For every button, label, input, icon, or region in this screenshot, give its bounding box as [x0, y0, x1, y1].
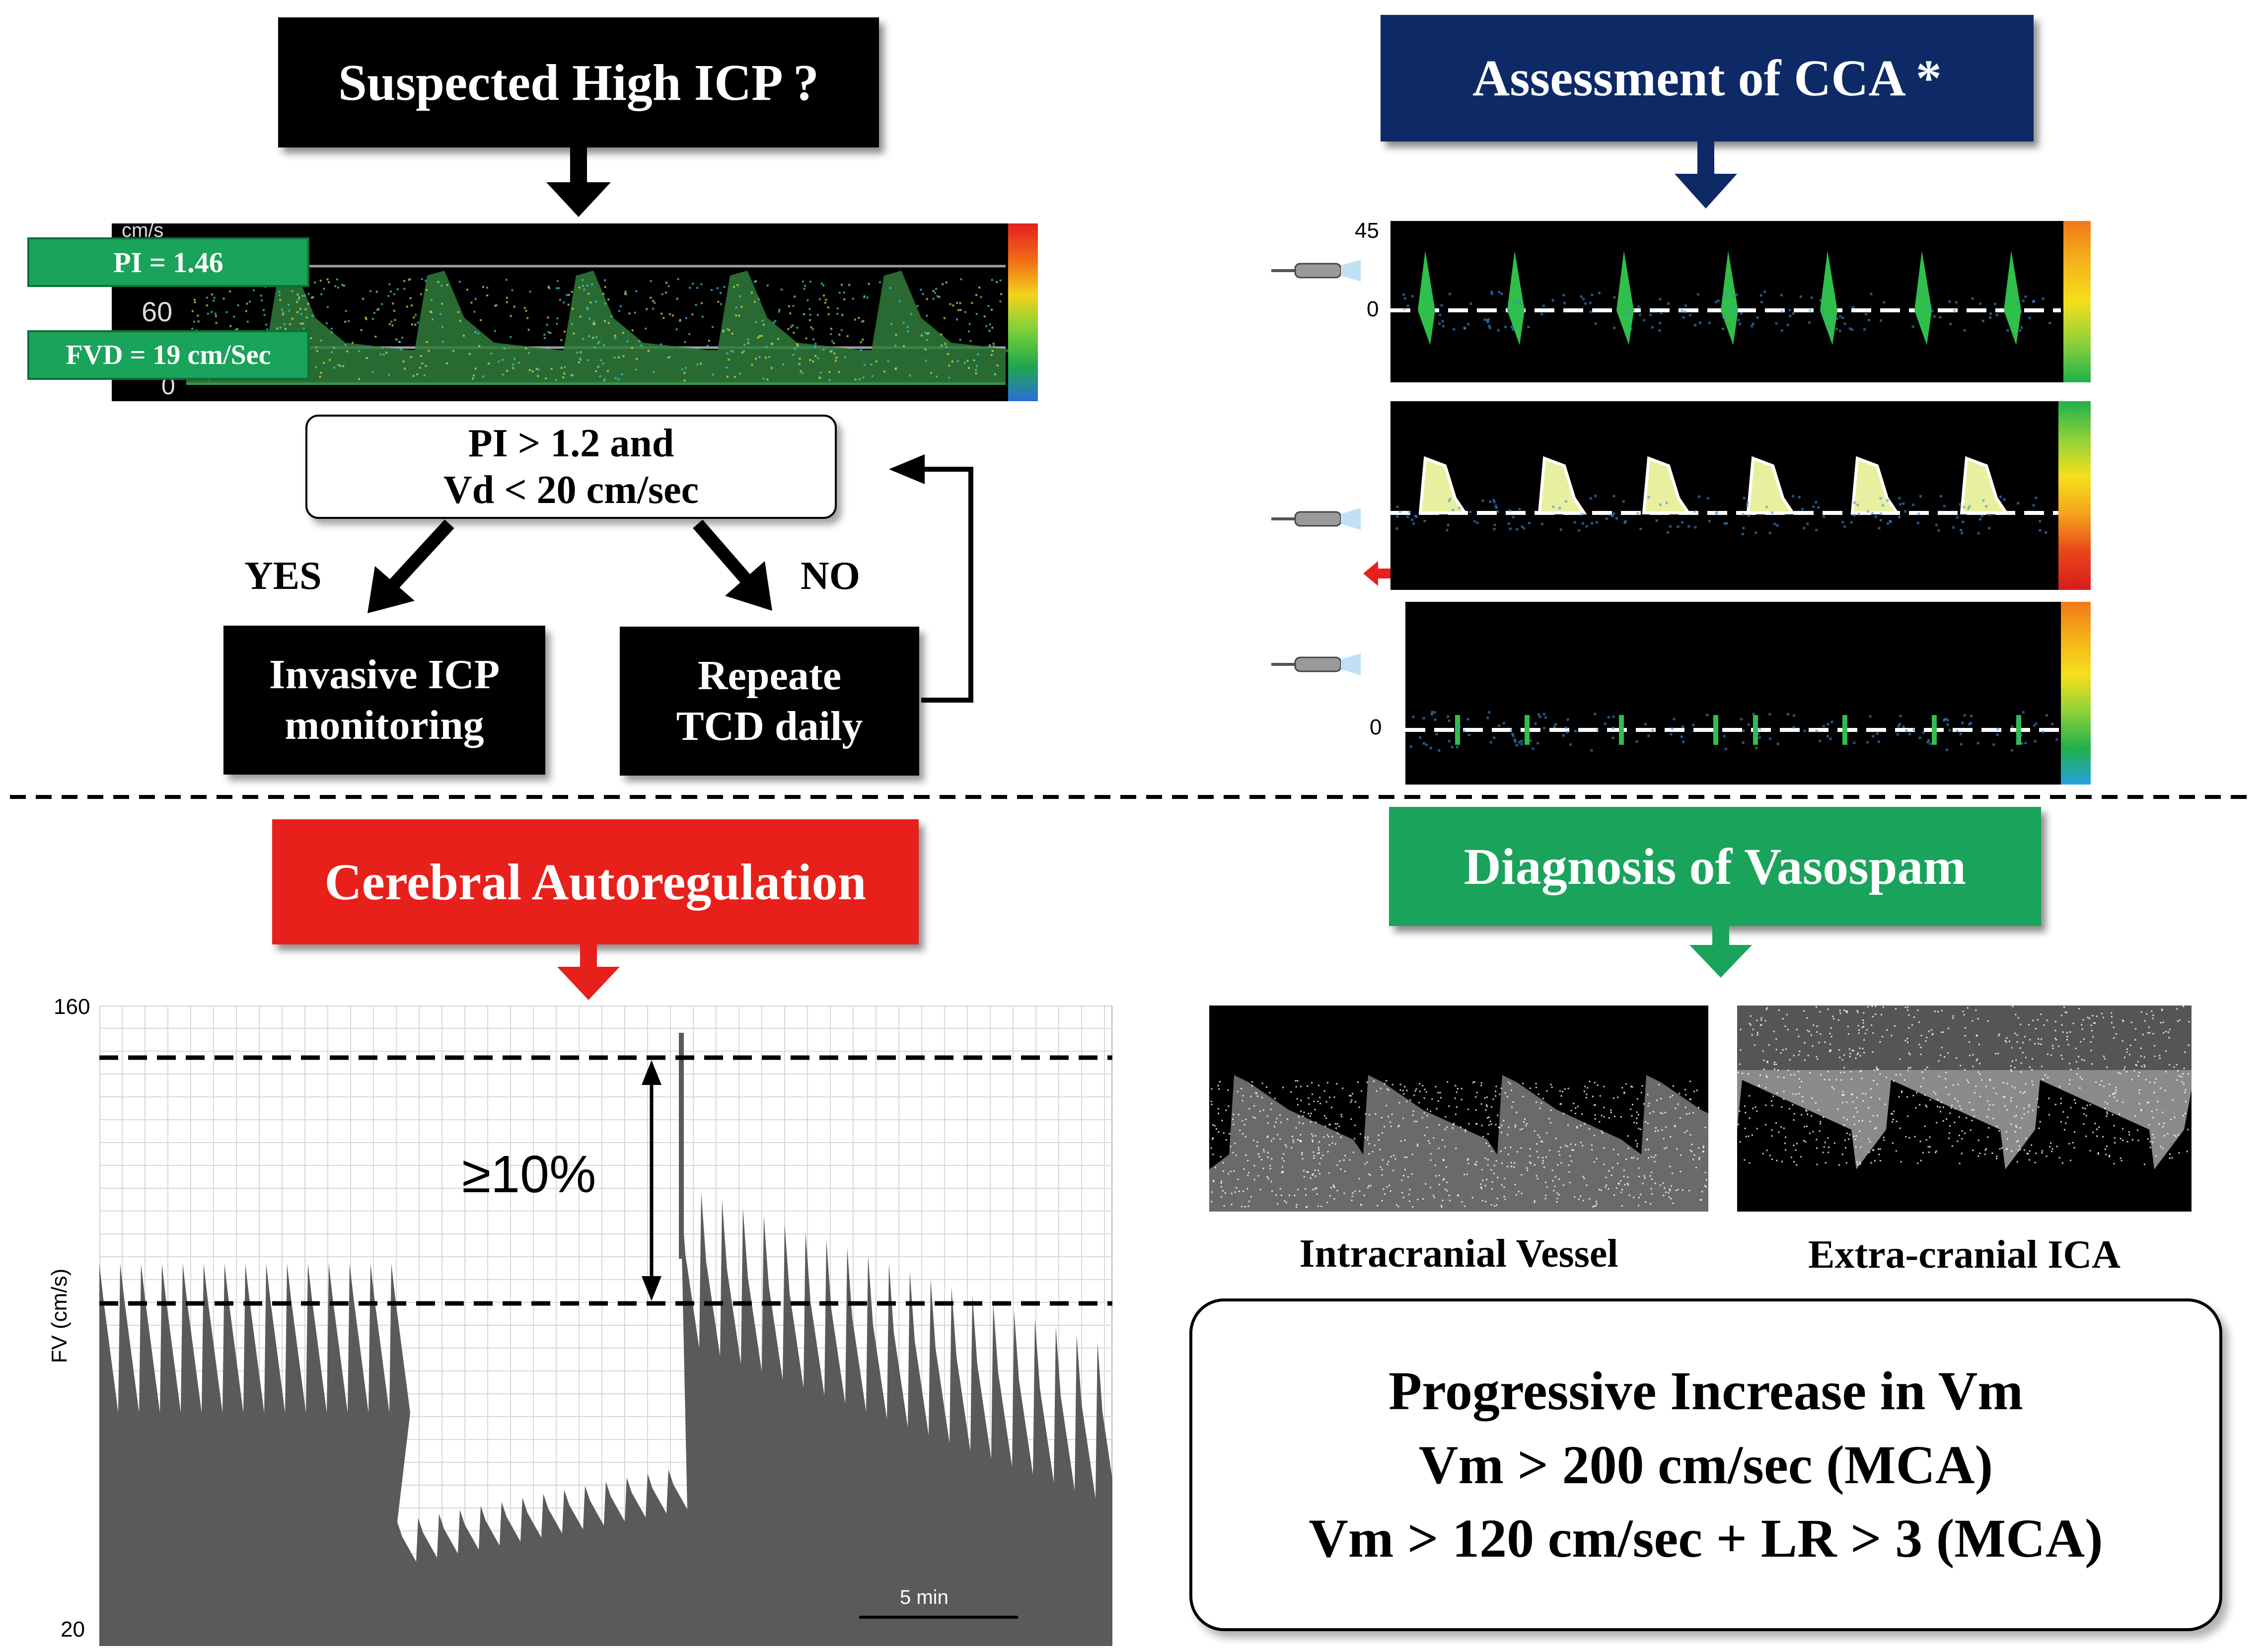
extracranial-caption: Extra-cranial ICA: [1808, 1233, 2120, 1277]
cca-pulse: [1537, 456, 1587, 514]
autoreg-header-arrow: [557, 944, 620, 1000]
cca-pulse: [1842, 715, 1847, 745]
red-arrow-icon: [1363, 561, 1390, 586]
icp-criteria-line2: Vd < 20 cm/sec: [443, 468, 699, 512]
autoreg-chart: 160 20 FV (cm/s) ≥10% 5 min: [47, 995, 1112, 1646]
cca-pulse: [1753, 715, 1758, 745]
cca-pulse: [1418, 456, 1468, 514]
icp-spectral-envelope: [186, 271, 1016, 383]
pi-tag-label: PI = 1.46: [113, 246, 223, 279]
fvd-tag-label: FVD = 19 cm/Sec: [66, 340, 271, 370]
cca-pulse: [1418, 251, 1435, 345]
pi-tag: PI = 1.46: [27, 237, 309, 287]
repeat-tcd-line1: Repeate: [697, 652, 842, 699]
cca-color-scale-3: [2061, 602, 2091, 785]
autoreg-delta-label: ≥10%: [462, 1145, 596, 1204]
cca-pulse: [1713, 715, 1718, 745]
probe-icon: [1271, 653, 1361, 675]
icp-header-arrow: [546, 147, 611, 217]
vaso-criteria-line2: Vm > 200 cm/sec (MCA): [1418, 1434, 1993, 1495]
extracranial-spectral-envelope: [1737, 1070, 2192, 1169]
cca-pulse: [2004, 251, 2021, 345]
autoreg-delta-arrowhead: [642, 1060, 661, 1085]
vaso-criteria-line1: Progressive Increase in Vm: [1388, 1361, 2024, 1422]
icp-yes-label: YES: [244, 554, 322, 598]
cca-panel-3: [1405, 602, 2091, 785]
cca-pulse: [1455, 715, 1460, 745]
vaso-header: Diagnosis of Vasospam: [1389, 807, 2041, 926]
cca-pulse: [1820, 251, 1837, 345]
cca-pulse: [1616, 251, 1634, 345]
icp-criteria-box: PI > 1.2 and Vd < 20 cm/sec: [305, 415, 837, 519]
cca-pulse: [1914, 251, 1932, 345]
cca-pulse: [1525, 715, 1530, 745]
icp-header: Suspected High ICP ?: [278, 17, 879, 147]
intracranial-caption: Intracranial Vessel: [1299, 1232, 1618, 1276]
cca-pulse: [1850, 456, 1900, 514]
cca-color-scale-2: [2058, 401, 2091, 590]
icp-color-scale: [1008, 223, 1038, 401]
cca-waveform-3: [1405, 711, 2061, 752]
probe-icon: [1271, 260, 1361, 282]
cca-panel-2: [1390, 401, 2091, 590]
autoreg-fv-trace: [99, 1184, 1112, 1646]
autoreg-y-bottom: 20: [61, 1617, 85, 1642]
vaso-header-title: Diagnosis of Vasospam: [1463, 838, 1967, 895]
vaso-criteria-box: Progressive Increase in Vm Vm > 200 cm/s…: [1189, 1298, 2222, 1631]
repeat-tcd-box: Repeate TCD daily: [620, 627, 919, 776]
intracranial-doppler: [1209, 1006, 1708, 1212]
cca-pulse: [1932, 715, 1937, 745]
cca-pulse: [1642, 456, 1691, 514]
autoreg-y-label: FV (cm/s): [47, 1268, 72, 1364]
icp-tick-60: 60: [142, 296, 173, 327]
vaso-header-arrow: [1689, 926, 1752, 978]
autoreg-header-title: Cerebral Autoregulation: [324, 853, 867, 911]
cca-header: Assessment of CCA *: [1381, 15, 2034, 142]
cca-pulse: [1746, 456, 1796, 514]
extracranial-reverse-band: [1737, 1006, 2192, 1070]
icp-criteria-line1: PI > 1.2 and: [468, 421, 674, 465]
icp-decision-arrows: [367, 454, 973, 703]
cca-tick-0a: 0: [1367, 297, 1379, 321]
cca-tick-0b: 0: [1370, 715, 1382, 739]
cca-waveform-2: [1390, 456, 2061, 535]
invasive-icp-box: Invasive ICP monitoring: [223, 626, 545, 775]
autoreg-scale-label: 5 min: [900, 1586, 949, 1608]
fvd-tag: FVD = 19 cm/Sec: [27, 330, 309, 380]
cca-color-scale-1: [2063, 221, 2091, 382]
intracranial-spectral-envelope: [1209, 1075, 1708, 1212]
extracranial-doppler: [1737, 1006, 2192, 1212]
cca-header-title: Assessment of CCA *: [1472, 50, 1942, 107]
cca-tick-45: 45: [1355, 218, 1379, 243]
probe-icon: [1271, 508, 1361, 530]
cca-panel-1: [1390, 221, 2091, 382]
invasive-icp-line2: monitoring: [285, 702, 484, 748]
autoreg-header: Cerebral Autoregulation: [272, 819, 919, 944]
vaso-criteria-line3: Vm > 120 cm/sec + LR > 3 (MCA): [1309, 1508, 2103, 1569]
repeat-tcd-line2: TCD daily: [676, 703, 863, 749]
autoreg-delta-arrowhead: [642, 1276, 661, 1301]
cca-pulse: [1507, 251, 1525, 345]
cca-waveform-1: [1390, 251, 2061, 345]
icp-header-title: Suspected High ICP ?: [338, 54, 819, 111]
cca-pulse: [1619, 715, 1624, 745]
invasive-icp-line1: Invasive ICP: [269, 651, 500, 698]
section-divider: [10, 795, 2256, 799]
autoreg-y-top: 160: [54, 995, 90, 1019]
icp-no-label: NO: [801, 554, 860, 598]
cca-header-arrow: [1675, 142, 1737, 209]
cca-pulse: [1960, 456, 2009, 514]
cca-pulse: [1721, 251, 1738, 345]
cca-pulse: [2016, 715, 2021, 745]
